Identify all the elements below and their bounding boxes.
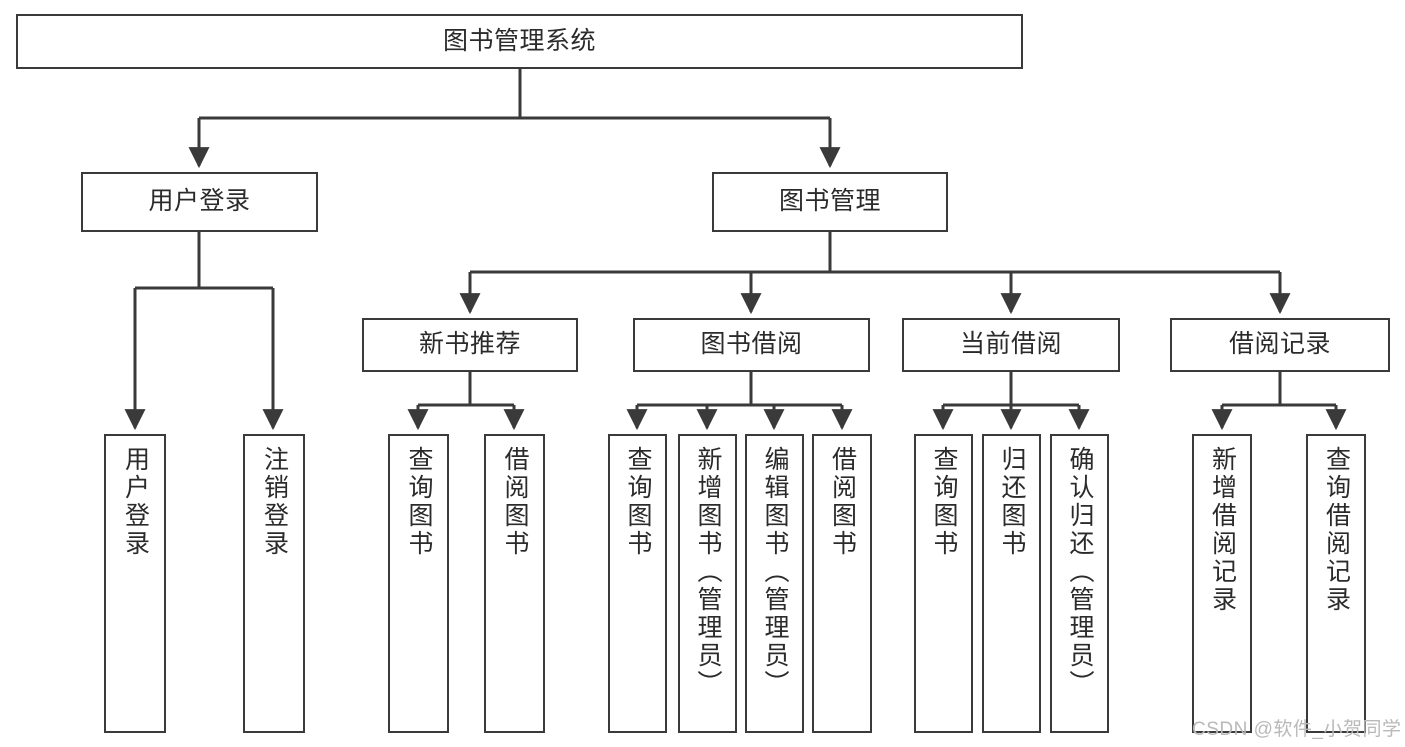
node-new-book-recommend-label: 新书推荐 bbox=[418, 330, 521, 359]
leaf-query-book-3-label: 查询图书 bbox=[930, 446, 958, 558]
leaf-add-book-label: 新增图书（管理员） bbox=[694, 446, 722, 698]
csdn-watermark: CSDN @软件_小贺同学 bbox=[1192, 719, 1402, 740]
node-user-login-label: 用户登录 bbox=[148, 187, 251, 216]
leaf-query-book-3[interactable]: 查询图书 bbox=[914, 434, 973, 733]
leaf-query-book-1[interactable]: 查询图书 bbox=[388, 434, 449, 733]
leaf-return-book[interactable]: 归还图书 bbox=[982, 434, 1041, 733]
leaf-user-login[interactable]: 用户登录 bbox=[104, 434, 166, 733]
leaf-borrow-book-2[interactable]: 借阅图书 bbox=[812, 434, 872, 733]
leaf-borrow-book-1[interactable]: 借阅图书 bbox=[484, 434, 545, 733]
leaf-logout-login-label: 注销登录 bbox=[260, 446, 289, 558]
leaf-query-book-2-label: 查询图书 bbox=[624, 446, 652, 558]
leaf-logout-login[interactable]: 注销登录 bbox=[243, 434, 305, 733]
leaf-edit-book-label: 编辑图书（管理员） bbox=[761, 446, 789, 698]
node-root[interactable]: 图书管理系统 bbox=[16, 14, 1023, 69]
leaf-return-book-label: 归还图书 bbox=[998, 446, 1026, 558]
leaf-confirm-return-label: 确认归还（管理员） bbox=[1066, 446, 1094, 698]
node-new-book-recommend[interactable]: 新书推荐 bbox=[362, 318, 578, 372]
leaf-borrow-book-2-label: 借阅图书 bbox=[828, 446, 857, 558]
node-root-label: 图书管理系统 bbox=[442, 26, 596, 55]
node-borrow-record-label: 借阅记录 bbox=[1228, 330, 1331, 359]
node-current-borrow[interactable]: 当前借阅 bbox=[902, 318, 1120, 372]
node-book-manage-label: 图书管理 bbox=[778, 187, 881, 216]
leaf-add-record-label: 新增借阅记录 bbox=[1208, 446, 1237, 614]
node-current-borrow-label: 当前借阅 bbox=[959, 330, 1062, 359]
leaf-user-login-label: 用户登录 bbox=[121, 446, 150, 558]
leaf-query-record[interactable]: 查询借阅记录 bbox=[1306, 434, 1366, 733]
leaf-confirm-return[interactable]: 确认归还（管理员） bbox=[1050, 434, 1109, 733]
leaf-add-record[interactable]: 新增借阅记录 bbox=[1192, 434, 1252, 733]
leaf-query-book-2[interactable]: 查询图书 bbox=[608, 434, 667, 733]
node-book-borrow[interactable]: 图书借阅 bbox=[633, 318, 870, 372]
leaf-query-record-label: 查询借阅记录 bbox=[1322, 446, 1351, 614]
node-book-borrow-label: 图书借阅 bbox=[700, 330, 803, 359]
node-user-login[interactable]: 用户登录 bbox=[81, 172, 318, 232]
leaf-edit-book[interactable]: 编辑图书（管理员） bbox=[745, 434, 804, 733]
leaf-borrow-book-1-label: 借阅图书 bbox=[501, 446, 529, 558]
leaf-query-book-1-label: 查询图书 bbox=[405, 446, 433, 558]
leaf-add-book[interactable]: 新增图书（管理员） bbox=[678, 434, 737, 733]
node-book-manage[interactable]: 图书管理 bbox=[712, 172, 948, 232]
node-borrow-record[interactable]: 借阅记录 bbox=[1170, 318, 1390, 372]
